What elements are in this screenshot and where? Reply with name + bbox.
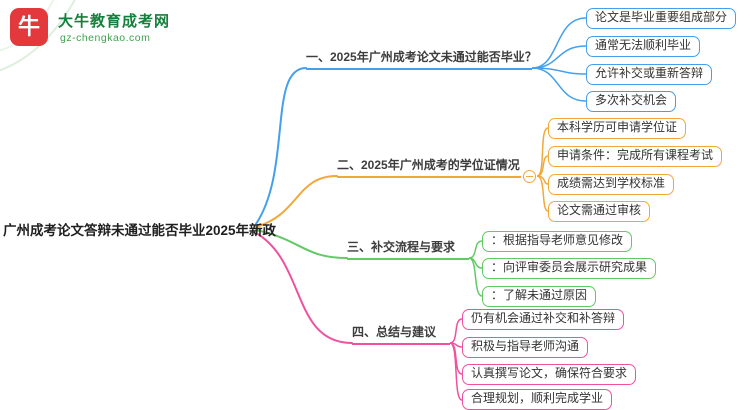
bull-logo-icon: 牛: [10, 8, 48, 46]
root-topic: 广州成考论文答辩未通过能否毕业2025年新政: [3, 223, 277, 238]
branch-3-label: 三、补交流程与要求: [347, 238, 469, 260]
branch-1-leaf-2: 通常无法顺利毕业: [586, 36, 701, 57]
branch-3-leaf-2: ：向评审委员会展示研究成果: [482, 258, 657, 279]
branch-2-leaf-4: 论文需通过审核: [548, 201, 651, 222]
branch-4-leaf-1: 仍有机会通过补交和补答辩: [462, 309, 625, 330]
branch-2-leaf-1: 本科学历可申请学位证: [548, 118, 687, 139]
branch-4-label: 四、总结与建议: [352, 323, 450, 345]
branch-4-leaf-2: 积极与指导老师沟通: [462, 337, 589, 358]
branch-1-leaf-1: 论文是毕业重要组成部分: [586, 8, 737, 29]
branch-1-label: 一、2025年广州成考论文未通过能否毕业？: [306, 48, 537, 70]
branch-4-leaf-3: 认真撰写论文，确保符合要求: [462, 364, 637, 385]
brand-name: 大牛教育成考网: [58, 13, 171, 30]
branch-1-leaf-3: 允许补交或重新答辩: [586, 64, 713, 85]
branch-1-leaf-4: 多次补交机会: [586, 91, 677, 112]
branch-2-leaf-3: 成绩需达到学校标准: [548, 174, 675, 195]
site-logo[interactable]: 牛 大牛教育成考网 gz-chengkao.com: [10, 6, 180, 56]
branch-4-leaf-4: 合理规划，顺利完成学业: [462, 389, 613, 410]
brand-domain: gz-chengkao.com: [60, 32, 151, 44]
branch-2-label: 二、2025年广州成考的学位证情况: [337, 156, 521, 178]
branch-2-leaf-2: 申请条件：完成所有课程考试: [548, 146, 723, 167]
collapse-icon[interactable]: [523, 170, 536, 183]
branch-3-leaf-3: ：了解未通过原因: [482, 286, 597, 307]
branch-3-leaf-1: ：根据指导老师意见修改: [482, 231, 633, 252]
